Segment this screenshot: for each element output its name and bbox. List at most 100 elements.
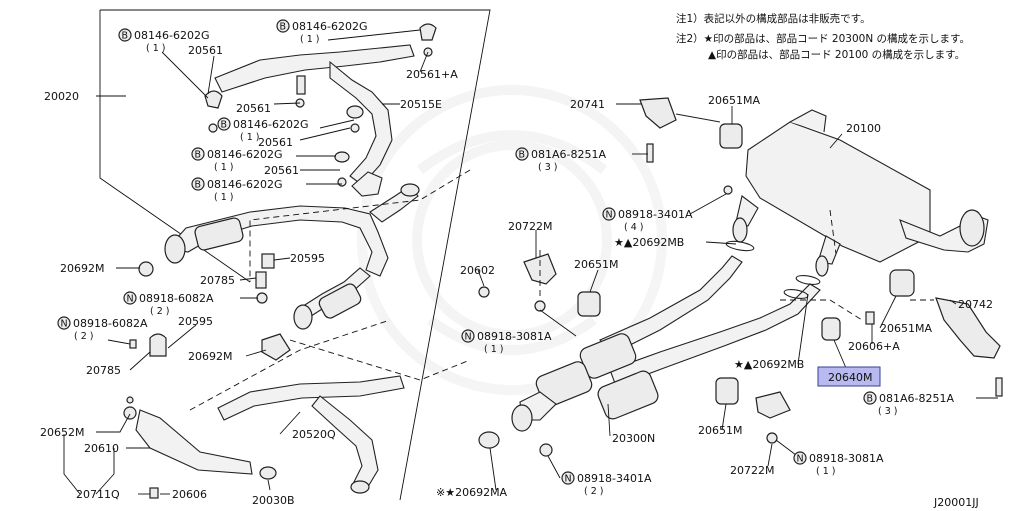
- label-08146-6202G-b-qty: ( 1 ): [300, 34, 320, 45]
- front-pipe-catalyst: [164, 183, 420, 330]
- nut-marker-2-letter: N: [61, 319, 68, 330]
- label-20020: 20020: [44, 90, 79, 103]
- label-20595-b: 20595: [178, 315, 213, 328]
- label-20030B: 20030B: [252, 494, 295, 507]
- bolt-marker-6: B: [515, 147, 529, 161]
- label-08918-3081A-b-qty: ( 1 ): [816, 466, 836, 477]
- label-081A6-8251A-b: 081A6-8251A: [879, 392, 954, 405]
- label-08146-6202G-d: 08146-6202G: [207, 148, 282, 161]
- front-dashed-guides: [189, 169, 471, 411]
- nut-marker-4: N: [461, 329, 475, 343]
- label-20742: 20742: [958, 298, 993, 311]
- label-20100: 20100: [846, 122, 881, 135]
- label-08146-6202G-a-qty: ( 1 ): [146, 43, 166, 54]
- label-20606: 20606: [172, 488, 207, 501]
- label-08146-6202G-a: 08146-6202G: [134, 29, 209, 42]
- bolt-marker-4-letter: B: [195, 150, 202, 161]
- label-20561-c: 20561: [258, 136, 293, 149]
- label-08918-3401A-a-qty: ( 4 ): [624, 222, 644, 233]
- label-08918-6082A-b-qty: ( 2 ): [74, 331, 94, 342]
- label-20561-plus-A: 20561+A: [406, 68, 458, 81]
- label-20692MB-a: ★▲20692MB: [614, 236, 684, 249]
- leader-lines: [63, 29, 998, 495]
- label-081A6-8251A-a: 081A6-8251A: [531, 148, 606, 161]
- label-08146-6202G-e: 08146-6202G: [207, 178, 282, 191]
- bolt-marker-2: B: [276, 19, 290, 33]
- label-081A6-8251A-b-qty: ( 3 ): [878, 406, 898, 417]
- bolt-marker-2-letter: B: [280, 22, 287, 33]
- note-line-3: ▲印の部品は、部品コード 20100 の構成を示します。: [708, 48, 965, 61]
- label-20561-d: 20561: [264, 164, 299, 177]
- bolt-marker-7-letter: B: [867, 394, 874, 405]
- rear-dashed-guides: [539, 209, 934, 321]
- nut-marker-6: N: [561, 471, 575, 485]
- label-08146-6202G-c: 08146-6202G: [233, 118, 308, 131]
- label-20595-a: 20595: [290, 252, 325, 265]
- nut-marker-1: N: [123, 291, 137, 305]
- bolt-marker-7: B: [863, 391, 877, 405]
- label-20651MA-a: 20651MA: [708, 94, 760, 107]
- nut-marker-3-letter: N: [606, 210, 613, 221]
- label-20711Q: 20711Q: [76, 488, 120, 501]
- bolt-marker-5-letter: B: [195, 180, 202, 191]
- label-20785-a: 20785: [200, 274, 235, 287]
- y-pipe-20515E: [214, 44, 415, 197]
- label-08918-3081A-a: 08918-3081A: [477, 330, 552, 343]
- note-line-1: 注1）表記以外の構成部品は非販売です。: [676, 12, 871, 25]
- nut-marker-6-letter: N: [565, 474, 572, 485]
- watermark-emblem: [357, 85, 667, 395]
- label-08146-6202G-e-qty: ( 1 ): [214, 192, 234, 203]
- label-08918-6082A-a: 08918-6082A: [139, 292, 214, 305]
- bolt-marker-5: B: [191, 177, 205, 191]
- nut-marker-4-letter: N: [465, 332, 472, 343]
- bolt-marker-3-letter: B: [221, 120, 228, 131]
- part-20640M-highlight[interactable]: 20640M: [817, 366, 881, 387]
- label-20692MA: ※★20692MA: [436, 486, 508, 499]
- nut-marker-5-letter: N: [797, 454, 804, 465]
- label-08918-3401A-b-qty: ( 2 ): [584, 486, 604, 497]
- muffler-20100: [732, 109, 989, 277]
- bolt-marker-1-letter: B: [122, 31, 129, 42]
- label-20652M: 20652M: [40, 426, 84, 439]
- label-20722M-b: 20722M: [730, 464, 774, 477]
- note-line-2: 注2）★印の部品は、部品コード 20300N の構成を示します。: [676, 32, 970, 45]
- bolt-marker-4: B: [191, 147, 205, 161]
- highlight-box: [817, 366, 881, 387]
- label-20651MA-b: 20651MA: [880, 322, 932, 335]
- nut-marker-3: N: [602, 207, 616, 221]
- label-08918-3081A-b: 08918-3081A: [809, 452, 884, 465]
- bolt-marker-6-letter: B: [519, 150, 526, 161]
- label-20785-b: 20785: [86, 364, 121, 377]
- label-20610: 20610: [84, 442, 119, 455]
- nut-marker-1-letter: N: [127, 294, 134, 305]
- diagram-code: J20001JJ: [933, 496, 979, 509]
- pipe-20520Q: [217, 375, 405, 494]
- label-08918-3401A-a: 08918-3401A: [618, 208, 693, 221]
- label-08146-6202G-b: 08146-6202G: [292, 20, 367, 33]
- notes-block: 注1）表記以外の構成部品は非販売です。 注2）★印の部品は、部品コード 2030…: [676, 12, 970, 61]
- label-20651M-a: 20651M: [574, 258, 618, 271]
- front-small-parts: [123, 23, 437, 499]
- label-20692MB-b: ★▲20692MB: [734, 358, 804, 371]
- label-20515E: 20515E: [400, 98, 442, 111]
- nut-marker-2: N: [57, 316, 71, 330]
- label-081A6-8251A-a-qty: ( 3 ): [538, 162, 558, 173]
- label-20602: 20602: [460, 264, 495, 277]
- bolt-marker-1: B: [118, 28, 132, 42]
- label-20606-plus-A: 20606+A: [848, 340, 900, 353]
- label-08918-3401A-b: 08918-3401A: [577, 472, 652, 485]
- rear-hangers: [478, 97, 1003, 444]
- label-08146-6202G-d-qty: ( 1 ): [214, 162, 234, 173]
- label-20561-b: 20561: [236, 102, 271, 115]
- bolt-marker-3: B: [217, 117, 231, 131]
- label-20520Q: 20520Q: [292, 428, 336, 441]
- label-20561-a: 20561: [188, 44, 223, 57]
- label-08918-6082A-a-qty: ( 2 ): [150, 306, 170, 317]
- label-08918-6082A-b: 08918-6082A: [73, 317, 148, 330]
- label-20722M-a: 20722M: [508, 220, 552, 233]
- center-pipe-20300N: [478, 255, 821, 457]
- label-08146-6202G-c-qty: ( 1 ): [240, 132, 260, 143]
- label-20741: 20741: [570, 98, 605, 111]
- label-20300N: 20300N: [612, 432, 655, 445]
